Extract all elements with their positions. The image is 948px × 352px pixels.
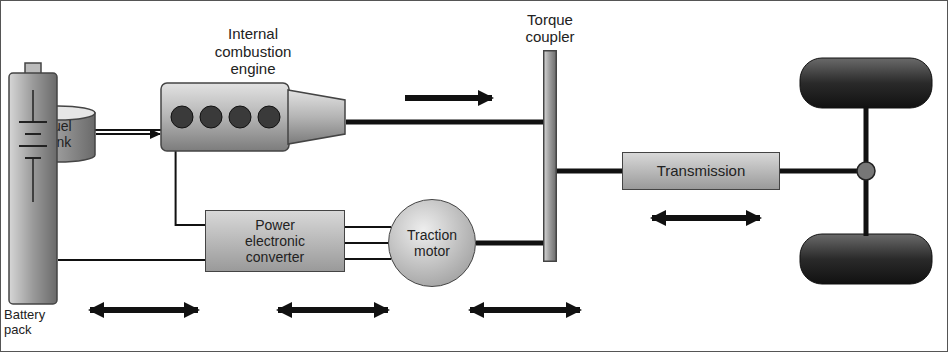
wheel	[800, 58, 932, 108]
flow-arrow	[470, 307, 580, 313]
traction-motor: Traction motor	[388, 199, 476, 287]
transmission-box: Transmission	[622, 152, 780, 190]
wire-line	[345, 226, 391, 228]
flow-arrow	[652, 215, 760, 221]
engine-outline	[160, 82, 346, 152]
node-label: Power electronic converter	[233, 217, 317, 265]
battery-pack: Battery pack	[8, 62, 58, 305]
shaft-line	[557, 169, 622, 174]
flow-arrow	[405, 95, 492, 101]
flow-arrow	[278, 307, 388, 313]
text-holder: Transmission	[623, 153, 779, 189]
engine: Internal combustion engine	[160, 82, 346, 152]
shaft-line	[346, 119, 543, 124]
drive-shaft	[346, 121, 543, 122]
torque-coupler-outline	[543, 50, 557, 262]
wire-line	[58, 259, 205, 261]
node-label: Internal combustion engine	[197, 25, 309, 77]
wheel	[800, 234, 932, 284]
drive-shaft	[780, 169, 866, 174]
drive-shaft	[557, 171, 622, 172]
connector	[96, 134, 160, 135]
differential-hub	[857, 162, 875, 180]
drive-shaft	[476, 243, 543, 244]
node-label: Battery pack	[4, 308, 68, 338]
node-label: Torque coupler	[510, 11, 590, 46]
node-label: Traction motor	[397, 227, 467, 259]
battery-pack-outline	[8, 62, 58, 305]
converter-box: Power electronic converter	[205, 210, 345, 272]
wire-line	[96, 133, 160, 135]
shaft-line	[476, 241, 543, 246]
wire-line	[345, 258, 391, 260]
connector	[345, 227, 391, 259]
text-holder: Traction motor	[389, 200, 475, 286]
text-holder: Power electronic converter	[206, 211, 344, 271]
torque-coupler: Torque coupler	[543, 50, 557, 262]
node-label: Transmission	[657, 162, 746, 179]
wire-line	[345, 242, 388, 244]
flow-arrow	[90, 307, 198, 313]
